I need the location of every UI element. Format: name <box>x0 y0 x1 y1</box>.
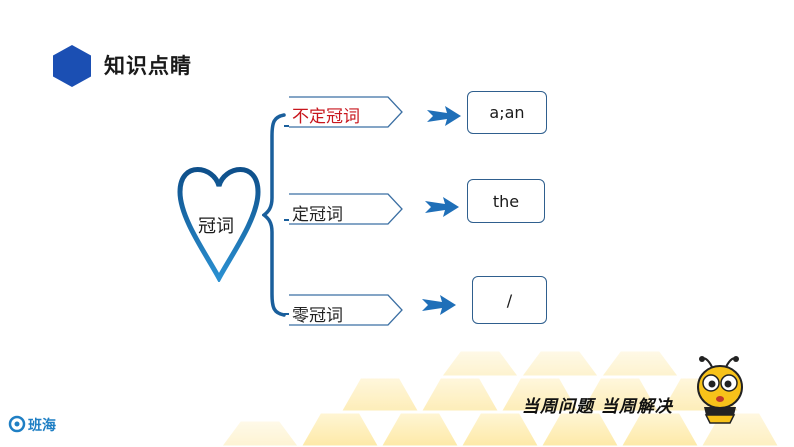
brand-name: 班海 <box>28 418 56 434</box>
branch-value: / <box>506 290 513 310</box>
branch-value-box: / <box>472 276 547 324</box>
branch-tag-shape <box>289 294 403 326</box>
branch-label: 零冠词 <box>292 306 343 326</box>
arrow-icon <box>425 197 459 217</box>
branch-value: a;an <box>489 103 525 122</box>
brace-icon <box>262 113 286 317</box>
branch-value-box: the <box>467 179 545 223</box>
brand-logo-icon <box>8 415 26 433</box>
branch-tag-shape <box>289 193 403 225</box>
branch-value: the <box>492 191 520 211</box>
branch-label: 不定冠词 <box>292 107 360 127</box>
arrow-icon <box>427 106 461 126</box>
branch-tag-shape <box>289 96 403 128</box>
page-title: 知识点睛 <box>104 54 192 78</box>
branch-value-box: a;an <box>467 91 547 134</box>
bee-mascot-icon <box>697 356 743 424</box>
hexagon-icon <box>53 45 91 87</box>
arrow-icon <box>422 295 456 315</box>
slogan-text: 当周问题 当周解决 <box>522 397 673 417</box>
heart-shape <box>177 167 261 282</box>
branch-label: 定冠词 <box>292 205 343 225</box>
center-label: 冠词 <box>198 216 234 237</box>
